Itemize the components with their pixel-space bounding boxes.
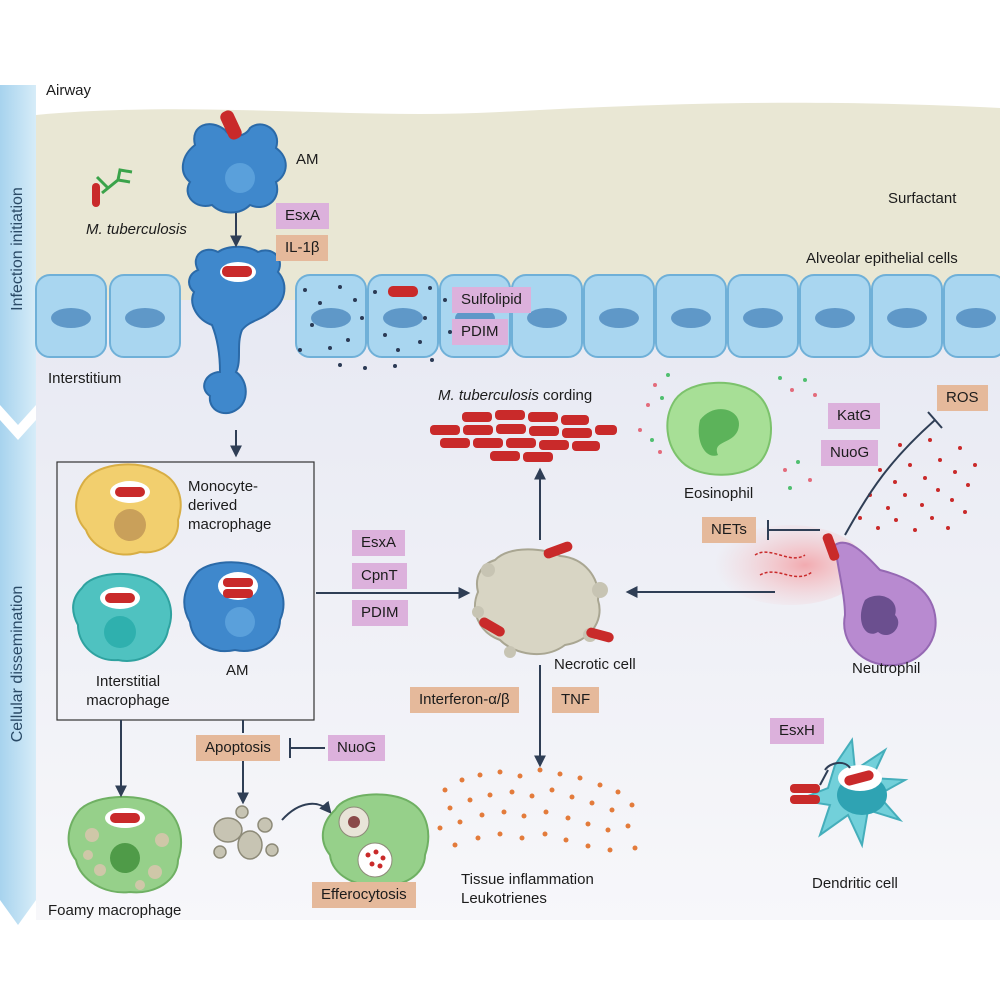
eosinophil — [666, 381, 772, 476]
factor-sulfolipid: Sulfolipid — [452, 287, 531, 313]
apoptotic-bodies — [213, 805, 279, 860]
factor-pdim-top: PDIM — [452, 319, 508, 345]
factor-esxa-top: EsxA — [276, 203, 330, 229]
factor-nuog-neutrophil: NuoG — [821, 440, 879, 466]
infection-initiation-strip — [0, 85, 36, 425]
mtb-label: M. tuberculosis — [86, 221, 187, 238]
factor-pdim-mid: PDIM — [352, 600, 408, 626]
factor-efferocytosis: Efferocytosis — [312, 882, 416, 908]
mycobacterium-icon — [790, 784, 820, 804]
dendritic-cell — [790, 737, 909, 849]
inflammation-particles — [437, 767, 638, 853]
factor-esxa-mid: EsxA — [352, 530, 406, 556]
airway-label: Airway — [46, 82, 92, 99]
section-label-infection-initiation: Infection initiation — [9, 187, 26, 311]
inhibition-bar — [289, 411, 943, 758]
monocyte-derived-macrophage — [75, 463, 182, 556]
cellular-dissemination-strip — [0, 420, 36, 925]
interstitial-macrophage — [72, 572, 172, 662]
dendritic-cell-label: Dendritic cell — [812, 875, 898, 892]
factor-ros: ROS — [937, 385, 988, 411]
alveolar-macrophage-top — [181, 110, 287, 214]
interstitial-macrophage-label: Interstitial macrophage — [86, 673, 170, 709]
mycobacterium-cord — [430, 410, 617, 462]
eosinophil-label: Eosinophil — [684, 485, 754, 502]
activation-arrow — [115, 213, 775, 805]
necrotic-cell-label: Necrotic cell — [554, 656, 636, 673]
sulfolipid-particles — [298, 285, 452, 370]
cording-label: M. tuberculosis cording — [438, 387, 593, 404]
alveolar-epithelial-cells-label: Alveolar epithelial cells — [806, 250, 958, 267]
factor-nets: NETs — [702, 517, 756, 543]
factor-katg: KatG — [828, 403, 881, 429]
factor-il1b: IL-1β — [276, 235, 329, 261]
factor-apoptosis: Apoptosis — [196, 735, 280, 761]
surfactant-layer — [36, 102, 1000, 300]
ros-particles — [858, 438, 977, 532]
alveolar-macrophage-crossing — [188, 245, 286, 415]
interstitium-label: Interstitium — [48, 370, 122, 387]
neutrophil-label: Neutrophil — [852, 660, 921, 677]
section-label-cellular-dissemination: Cellular dissemination — [9, 585, 26, 743]
am-label-top: AM — [296, 151, 319, 168]
factor-tnf: TNF — [552, 687, 600, 713]
necrotic-cell — [472, 541, 614, 658]
factor-interferon: Interferon-α/β — [410, 687, 519, 713]
foamy-macrophage-label: Foamy macrophage — [48, 902, 182, 919]
net-strands — [754, 551, 813, 578]
mycobacterium-in-epithelium — [388, 286, 418, 297]
neutrophil — [822, 533, 937, 667]
efferocytosis-arrow — [281, 800, 332, 821]
eosinophil-granules — [638, 373, 817, 490]
alveolar-macrophage-in-box — [183, 561, 285, 653]
tissue-inflammation-label: Tissue inflammation Leukotrienes — [461, 871, 594, 907]
factor-esxh: EsxH — [770, 718, 824, 744]
factor-nuog-apoptosis: NuoG — [328, 735, 386, 761]
efferocytic-macrophage — [321, 793, 430, 887]
foamy-macrophage — [67, 795, 182, 894]
antibody-icon — [92, 168, 133, 207]
factor-cpnt: CpnT — [352, 563, 407, 589]
monocyte-derived-macrophage-label: Monocyte- derived macrophage — [188, 478, 272, 533]
surfactant-label: Surfactant — [888, 190, 957, 207]
macrophage-group-box — [56, 461, 315, 721]
am-label-box: AM — [226, 662, 249, 679]
